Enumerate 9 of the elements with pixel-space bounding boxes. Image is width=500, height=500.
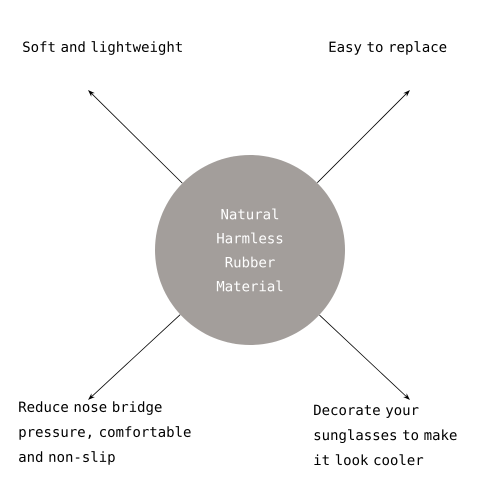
- arrow: [88, 314, 181, 400]
- feature-text: Decorate your sunglasses to make it look cooler: [314, 404, 457, 466]
- circle-badge: Natural Harmless Rubber Material: [155, 155, 345, 345]
- feature-text: Easy to replace: [330, 41, 446, 55]
- feature-text: Reduce nose bridge pressure, comfortable and non-slip: [19, 401, 191, 465]
- arrow: [319, 314, 410, 400]
- arrow: [316, 90, 410, 184]
- arrow: [88, 90, 183, 184]
- feature-text: Soft and lightweight: [23, 41, 182, 55]
